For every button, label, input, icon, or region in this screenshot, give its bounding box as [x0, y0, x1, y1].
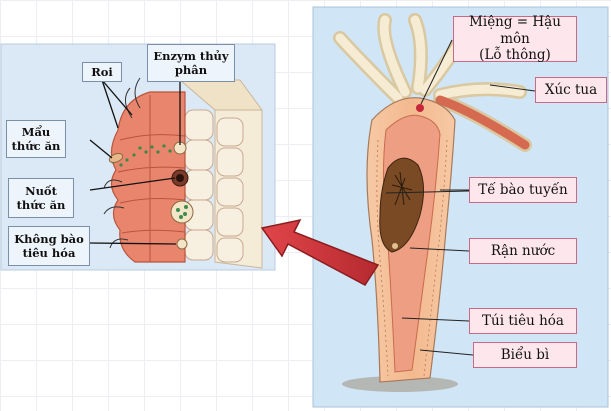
- label-enzyme-line1: Enzym thủy: [153, 48, 229, 63]
- label-food-piece: Mẩu thức ăn: [6, 120, 66, 158]
- label-food-line2: thức ăn: [11, 139, 61, 153]
- label-vacuole-line2: tiêu hóa: [22, 246, 76, 260]
- label-flagella: Roi: [82, 62, 122, 82]
- label-tentacle: Xúc tua: [535, 77, 607, 103]
- label-swallow-line2: thức ăn: [16, 198, 66, 212]
- label-digestive-sac: Túi tiêu hóa: [469, 308, 577, 334]
- label-epidermis: Biểu bì: [473, 342, 577, 368]
- label-water-flea-text: Rận nước: [490, 242, 556, 259]
- label-epidermis-text: Biểu bì: [500, 346, 550, 363]
- gastrodermis-tissue: [103, 77, 263, 269]
- label-water-flea: Rận nước: [469, 238, 577, 264]
- label-gland-cell-text: Tế bào tuyến: [478, 181, 568, 198]
- label-vacuole-line1: Không bào: [14, 231, 84, 246]
- label-mouth-line2: (Lỗ thông): [479, 47, 551, 64]
- left-pointer-lines: [89, 70, 181, 245]
- hydra-panel: [312, 6, 609, 408]
- label-tentacle-text: Xúc tua: [544, 81, 598, 98]
- label-digestive-vacuole: Không bào tiêu hóa: [8, 226, 90, 266]
- label-swallow-line1: Nuốt: [25, 183, 57, 198]
- label-enzyme-line2: phân: [174, 63, 208, 77]
- label-mouth-anus: Miệng = Hậu môn (Lỗ thông): [453, 13, 577, 64]
- label-digestive-sac-text: Túi tiêu hóa: [482, 312, 564, 329]
- label-food-line1: Mẩu: [21, 124, 51, 139]
- label-hydrolytic-enzyme: Enzym thủy phân: [147, 44, 235, 82]
- label-swallow-food: Nuốt thức ăn: [8, 178, 74, 218]
- label-gland-cell: Tế bào tuyến: [469, 177, 577, 203]
- label-mouth-line1: Miệng = Hậu môn: [469, 13, 561, 47]
- direction-arrow: [260, 218, 380, 286]
- water-flea: [379, 157, 424, 253]
- right-pointer-lines: [385, 39, 536, 356]
- label-flagella-text: Roi: [91, 64, 113, 79]
- tentacles: [333, 13, 532, 152]
